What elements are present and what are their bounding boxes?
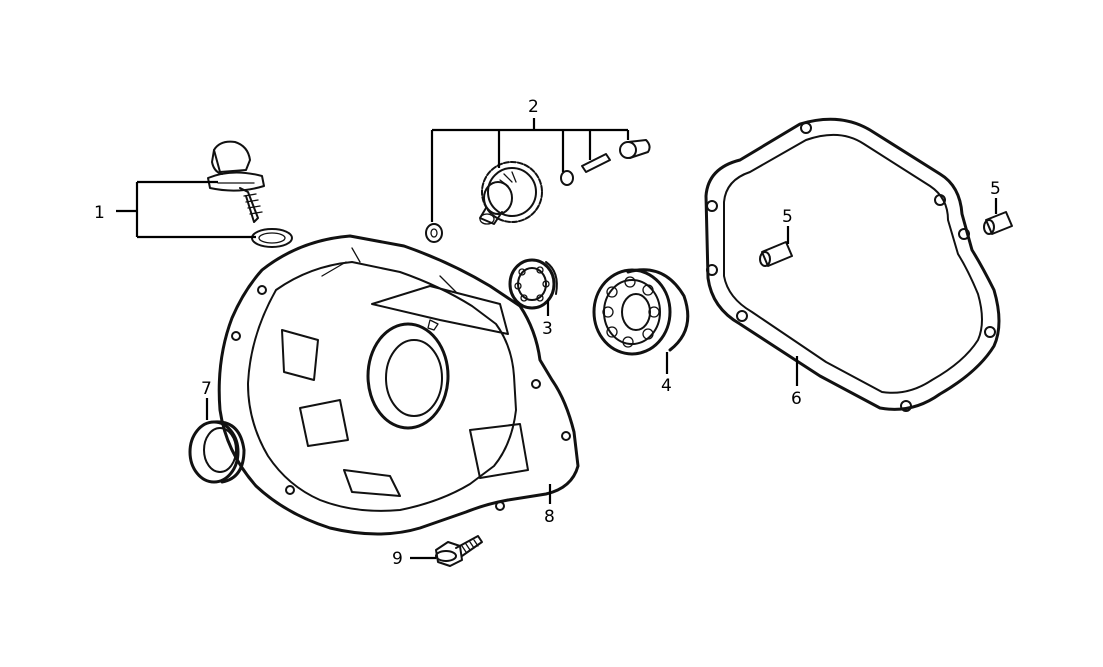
part-flange-bolt: [435, 535, 483, 567]
part-oil-filler-cap: [207, 140, 265, 223]
part-filler-o-ring: [251, 228, 293, 248]
part-large-bearing: [592, 268, 690, 356]
part-oil-seal: [188, 420, 246, 484]
part-dowel-pin-right: [983, 211, 1013, 235]
part-governor-gear: [479, 161, 543, 225]
leader-1: [116, 180, 256, 239]
callout-5b: 5: [990, 179, 1001, 199]
part-governor-pin: [581, 153, 611, 173]
part-governor-sleeve: [619, 139, 651, 159]
part-governor-clip: [560, 170, 574, 186]
part-small-bearing: [508, 258, 558, 310]
callout-1: 1: [94, 203, 105, 223]
callout-3: 3: [542, 319, 553, 339]
callout-8: 8: [544, 507, 555, 527]
part-crankcase-cover: [217, 234, 580, 536]
callout-4: 4: [661, 376, 672, 396]
part-dowel-pin-left: [759, 241, 793, 267]
part-gasket: [704, 117, 1001, 412]
leader-lines: [116, 118, 998, 560]
part-governor-washer: [425, 223, 443, 243]
callout-6: 6: [791, 389, 802, 409]
callout-9: 9: [392, 549, 403, 569]
callout-2: 2: [528, 97, 539, 117]
leader-2: [430, 118, 630, 222]
callout-7: 7: [201, 379, 212, 399]
callout-5a: 5: [782, 207, 793, 227]
